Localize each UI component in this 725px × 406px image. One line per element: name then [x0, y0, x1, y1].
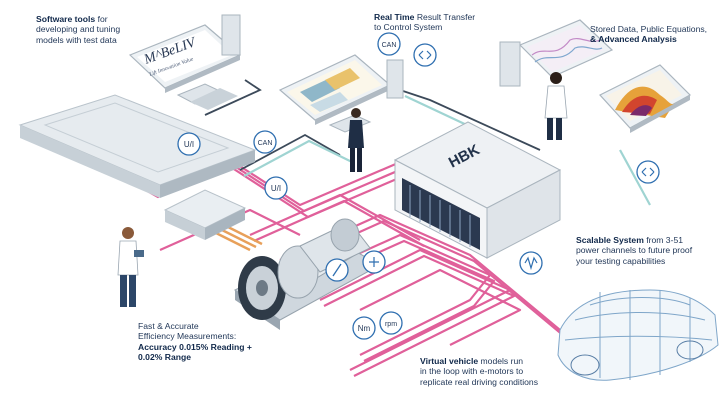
caption-accuracy-line1: Fast & Accurate: [138, 321, 199, 331]
badge-ui-left-label: U/I: [184, 140, 194, 149]
badge-nm: Nm: [352, 316, 376, 340]
hbk-power-analyzer: [393, 121, 562, 259]
control-workstation: [278, 54, 404, 133]
badge-ui-left: U/I: [177, 132, 201, 156]
caption-scalable-line2: power channels to future proof: [576, 245, 693, 256]
caption-software-line3: models with test data: [36, 34, 117, 45]
rotation-sensor-icon: [332, 263, 342, 277]
caption-virtual-rest: models run: [478, 356, 524, 366]
badge-data-top: [413, 43, 437, 67]
data-transfer-icon: [418, 50, 432, 60]
badge-can-top: CAN: [377, 32, 401, 56]
sensor-icon: [369, 257, 379, 267]
engineer-with-tablet: [117, 227, 144, 307]
caption-accuracy: Fast & Accurate Efficiency Measurements:…: [138, 321, 278, 363]
virtual-vehicle-wireframe: [557, 289, 719, 381]
badge-ui-mid: U/I: [264, 176, 288, 200]
badge-signal: [519, 251, 543, 275]
caption-scalable: Scalable System from 3-51 power channels…: [576, 235, 721, 266]
badge-can-left: CAN: [253, 130, 277, 154]
badge-rpm-label: rpm: [385, 321, 397, 328]
signal-icon: [524, 256, 538, 271]
badge-ui-mid-label: U/I: [271, 184, 281, 193]
badge-can-left-label: CAN: [258, 140, 273, 147]
caption-virtual-line3: replicate real driving conditions: [420, 376, 538, 387]
caption-virtual-vehicle: Virtual vehicle models run in the loop w…: [420, 356, 580, 387]
caption-software-bold: Software tools: [36, 14, 96, 24]
caption-stored-line1: Stored Data, Public Equations,: [590, 24, 708, 34]
analyst-man: [544, 72, 568, 140]
caption-realtime-line2: to Control System: [374, 22, 443, 33]
caption-scalable-bold: Scalable System: [576, 235, 644, 245]
badge-data-right: [636, 160, 660, 184]
badge-rpm: rpm: [379, 311, 403, 335]
badge-nm-label: Nm: [358, 324, 371, 333]
caption-real-time: Real Time Result Transfer to Control Sys…: [374, 12, 524, 33]
inverter-box: [163, 189, 247, 240]
data-transfer-icon-right: [641, 167, 655, 177]
caption-software-rest: for: [95, 14, 108, 24]
mobeliv-workstation: [128, 14, 242, 110]
badge-can-top-label: CAN: [382, 42, 397, 49]
badge-motor-temp: [362, 250, 386, 274]
caption-accuracy-line4: 0.02% Range: [138, 352, 192, 363]
caption-stored-data: Stored Data, Public Equations, & Advance…: [590, 24, 722, 45]
caption-scalable-rest: from 3-51: [643, 235, 684, 245]
caption-scalable-line3: your testing capabilities: [576, 255, 666, 266]
caption-virtual-line2: in the loop with e-motors to: [420, 366, 524, 377]
badge-rotation: [325, 258, 349, 282]
caption-software-tools: Software tools for developing and tuning…: [36, 14, 166, 45]
caption-virtual-bold: Virtual vehicle: [420, 356, 479, 366]
caption-realtime-bold: Real Time: [374, 12, 415, 22]
caption-accuracy-line3: Accuracy 0.015% Reading +: [138, 341, 252, 352]
caption-software-line2: developing and tuning: [36, 24, 121, 35]
data-cable: [204, 79, 541, 171]
e-motor-dyno: [234, 218, 382, 330]
caption-realtime-rest: Result Transfer: [414, 12, 476, 22]
battery-pack: [18, 94, 257, 198]
analysis-workstation: [499, 19, 691, 133]
caption-stored-line2: & Advanced Analysis: [590, 34, 677, 45]
operator-woman: [348, 108, 364, 172]
caption-accuracy-line2: Efficiency Measurements:: [138, 331, 237, 342]
